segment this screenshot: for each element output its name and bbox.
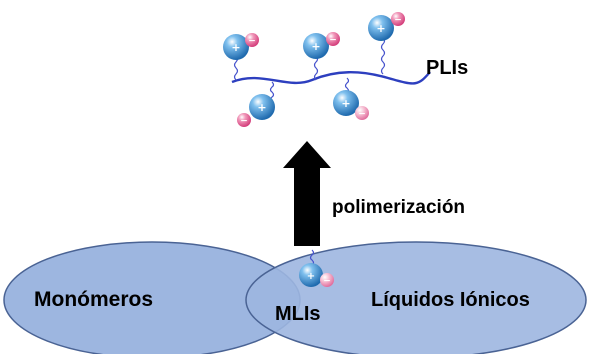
anion-sphere-icon: − — [391, 12, 405, 26]
svg-text:−: − — [240, 117, 248, 127]
svg-text:+: + — [341, 97, 350, 110]
svg-text:−: − — [329, 36, 337, 46]
arrow-up-icon — [283, 141, 331, 246]
anion-sphere-icon: − — [245, 33, 259, 47]
anion-sphere-icon: − — [355, 106, 369, 120]
svg-text:−: − — [248, 37, 256, 47]
anion-sphere-icon: − — [326, 32, 340, 46]
svg-text:+: + — [307, 271, 315, 282]
anion-sphere-icon: − — [320, 273, 334, 287]
cation-sphere-icon: + — [303, 33, 329, 59]
cation-sphere-icon: + — [333, 90, 359, 116]
svg-text:−: − — [323, 277, 331, 287]
ellipse-liquidos-ionicos — [245, 241, 587, 354]
label-liquidos-ionicos: Líquidos Iónicos — [371, 289, 530, 311]
label-polimerizacion: polimerización — [332, 197, 465, 218]
cation-sphere-icon: + — [249, 94, 275, 120]
svg-text:+: + — [376, 22, 385, 35]
svg-text:−: − — [394, 16, 402, 26]
svg-text:−: − — [358, 110, 366, 120]
cation-sphere-icon: + — [223, 34, 249, 60]
anion-sphere-icon: − — [237, 113, 251, 127]
svg-text:+: + — [311, 40, 320, 53]
label-mlis: MLIs — [275, 303, 321, 325]
label-monomeros: Monómeros — [34, 288, 153, 311]
label-plis: PLIs — [426, 57, 468, 79]
cation-sphere-icon: + — [368, 15, 394, 41]
svg-text:+: + — [257, 101, 266, 114]
svg-text:+: + — [231, 41, 240, 54]
polymer-backbone — [231, 71, 431, 85]
cation-sphere-icon: + — [299, 263, 323, 287]
